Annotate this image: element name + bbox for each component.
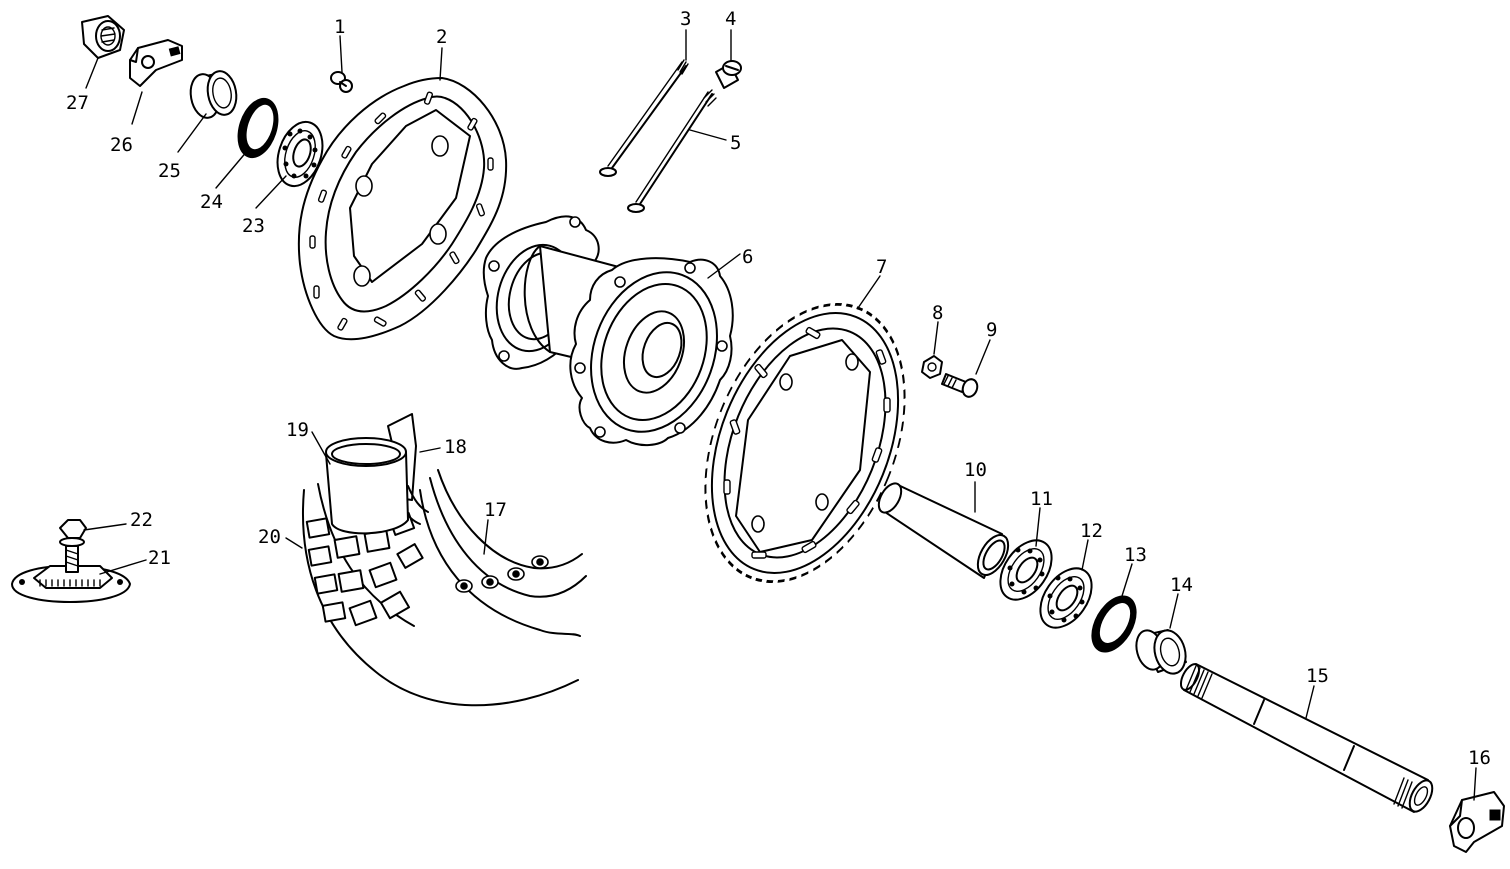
- part-12-bearing: [1039, 567, 1093, 629]
- part-22-bolt: [59, 519, 87, 573]
- part-24-oil-seal: [237, 97, 279, 159]
- part-8-nut: [921, 355, 943, 379]
- label-part-12: 12: [1080, 520, 1103, 542]
- label-part-14: 14: [1170, 574, 1193, 596]
- label-part-25: 25: [158, 160, 181, 182]
- part-11-bearing: [999, 539, 1053, 601]
- label-part-10: 10: [964, 459, 987, 481]
- part-26-chain-adjuster: [129, 39, 183, 87]
- part-labels: 1 2 3 4 5 6 7 8 9 10 11 12 13 14 15 16 1…: [66, 8, 1491, 769]
- leader-lines: [83, 29, 1477, 801]
- part-13-oil-seal: [1091, 595, 1137, 653]
- label-part-3: 3: [680, 8, 691, 30]
- part-3-spoke: [599, 59, 689, 177]
- label-part-22: 22: [130, 509, 153, 531]
- label-part-2: 2: [436, 26, 447, 48]
- label-part-5: 5: [730, 132, 741, 154]
- part-7-sprocket: [704, 303, 906, 583]
- label-part-17: 17: [484, 499, 507, 521]
- label-part-6: 6: [742, 246, 753, 268]
- label-part-4: 4: [725, 8, 736, 30]
- part-25-spacer: [189, 70, 238, 119]
- part-27-nut: [81, 15, 125, 59]
- label-part-8: 8: [932, 302, 943, 324]
- part-5-spoke: [627, 89, 717, 213]
- label-part-13: 13: [1124, 544, 1147, 566]
- part-2-brake-disc: [297, 77, 508, 341]
- label-part-16: 16: [1468, 747, 1491, 769]
- label-part-9: 9: [986, 319, 997, 341]
- part-23-bearing: [276, 120, 324, 188]
- label-part-24: 24: [200, 191, 223, 213]
- label-part-19: 19: [286, 419, 309, 441]
- part-9-sprocket-bolt: [941, 373, 979, 398]
- label-part-20: 20: [258, 526, 281, 548]
- part-6-hub: [482, 215, 734, 446]
- part-17-rim: [419, 469, 587, 637]
- part-15-axle: [1179, 663, 1434, 813]
- part-10-spacer-tube: [877, 482, 1010, 579]
- label-part-1: 1: [334, 16, 345, 38]
- label-part-26: 26: [110, 134, 133, 156]
- label-part-18: 18: [444, 436, 467, 458]
- label-part-27: 27: [66, 92, 89, 114]
- part-21-rim-lock: [11, 565, 131, 603]
- part-19-tube: [325, 437, 409, 535]
- part-4-nipple: [715, 60, 742, 89]
- label-part-7: 7: [876, 256, 887, 278]
- label-part-11: 11: [1030, 488, 1053, 510]
- label-part-21: 21: [148, 547, 171, 569]
- label-part-23: 23: [242, 215, 265, 237]
- part-16-chain-adjuster: [1449, 791, 1505, 853]
- part-1-bolt: [330, 71, 353, 93]
- part-14-spacer: [1135, 629, 1187, 675]
- label-part-15: 15: [1306, 665, 1329, 687]
